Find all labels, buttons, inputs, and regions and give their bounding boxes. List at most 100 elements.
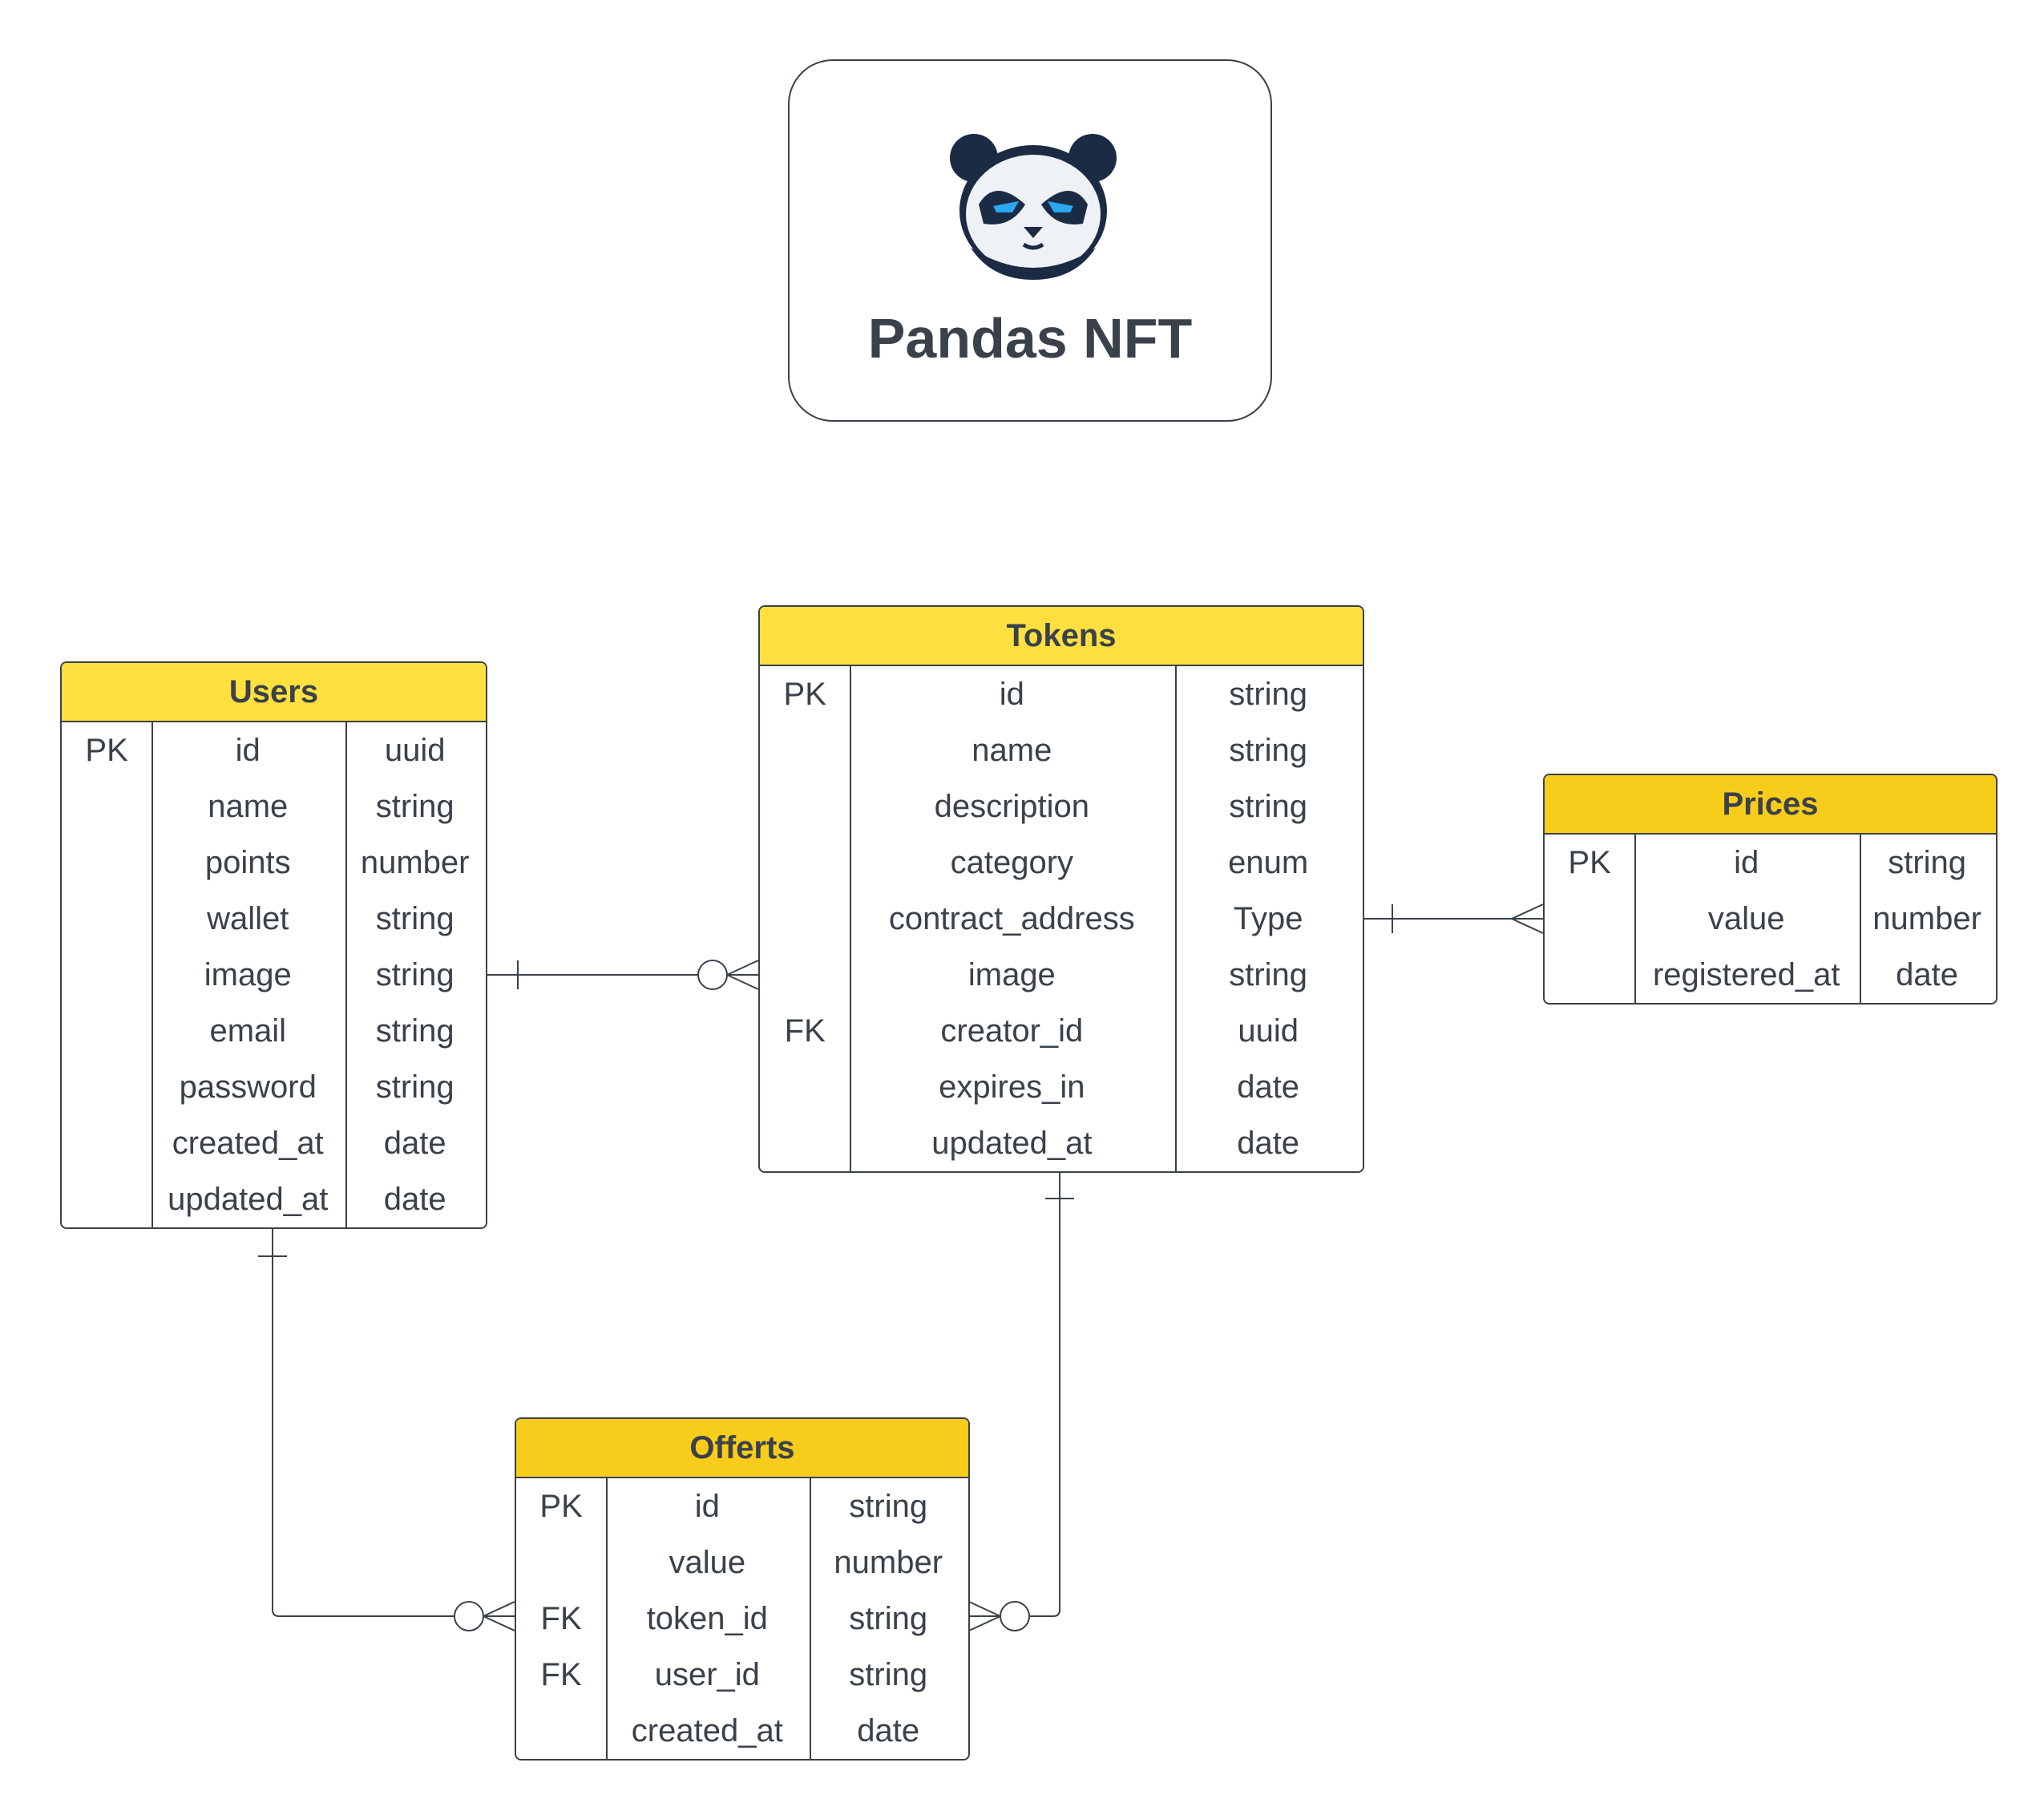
field-row[interactable]: category enum [760,835,1363,891]
field-type-cell: string [849,1656,928,1692]
field-type-cell: Type [1233,900,1303,936]
crowfoot-marker [726,960,759,976]
connector-users-offerts [258,1226,515,1631]
field-type-cell: enum [1228,844,1309,880]
page-title: Pandas NFT [867,307,1193,370]
column-divider [606,1478,608,1759]
column-divider [151,722,153,1227]
key-cell [760,778,850,835]
field-type-cell: date [857,1712,920,1748]
field-name-cell: contract_address [888,900,1135,936]
key-cell: PK [783,676,826,712]
field-name-cell: id [235,732,261,768]
field-row[interactable]: PK id string [1545,835,1996,891]
field-row[interactable]: name string [760,722,1363,778]
field-name-cell: name [208,788,289,824]
entity-header: Users [62,663,486,722]
field-type-cell: number [1872,900,1981,936]
field-name-cell: created_at [172,1125,324,1161]
key-cell [62,1171,151,1227]
key-cell [62,947,151,1003]
field-name-cell: password [179,1069,317,1105]
entity-header: Prices [1545,775,1996,835]
column-divider [810,1478,811,1759]
field-name-cell: expires_in [939,1069,1085,1105]
field-row[interactable]: value number [516,1534,968,1591]
field-type-cell: date [1896,956,1959,992]
column-divider [1860,835,1861,1003]
field-type-cell: string [1888,844,1967,880]
field-row[interactable]: name string [62,778,486,835]
key-cell [516,1703,606,1759]
field-type-cell: date [1237,1125,1300,1161]
field-name-cell: points [204,844,291,880]
field-type-cell: uuid [384,732,446,768]
key-cell [760,835,850,891]
key-cell: PK [1568,844,1611,880]
field-type-cell: string [375,1013,454,1049]
field-name-cell: value [669,1544,746,1580]
field-name-cell: name [972,732,1052,768]
field-name-cell: category [950,844,1074,880]
key-cell: PK [539,1488,583,1524]
field-row[interactable]: image string [62,947,486,1003]
field-row[interactable]: contract_address Type [760,891,1363,947]
crowfoot-marker [968,1601,1001,1617]
field-name-cell: wallet [207,900,289,936]
field-type-cell: string [375,956,454,992]
field-type-cell: string [1229,676,1308,712]
key-cell [760,891,850,947]
column-divider [1634,835,1636,1003]
field-name-cell: id [1734,844,1759,880]
panda-mascot-icon [950,134,1117,280]
field-type-cell: string [1229,732,1308,768]
field-row[interactable]: description string [760,778,1363,835]
crowfoot-marker [483,1601,515,1617]
field-row[interactable]: email string [62,1003,486,1059]
field-type-cell: string [1229,956,1308,992]
connector-users-tokens [487,960,759,990]
crowfoot-marker [1511,904,1544,920]
field-type-cell: string [1229,788,1308,824]
key-cell [1545,891,1634,947]
key-cell [62,835,151,891]
key-cell [760,722,850,778]
field-name-cell: description [934,788,1090,824]
entity-header: Offerts [516,1419,968,1478]
field-type-cell: string [849,1488,928,1524]
field-name-cell: updated_at [168,1181,329,1217]
field-type-cell: string [375,788,454,824]
connector-tokens-offerts [968,1169,1074,1631]
field-name-cell: value [1707,900,1785,936]
field-name-cell: creator_id [940,1013,1084,1049]
field-type-cell: number [834,1544,943,1580]
column-divider [1175,666,1177,1171]
field-name-cell: image [204,956,292,992]
field-name-cell: email [209,1013,287,1049]
column-divider [850,666,851,1171]
key-cell [760,1059,850,1115]
field-row[interactable]: value number [1545,891,1996,947]
key-cell [62,1003,151,1059]
